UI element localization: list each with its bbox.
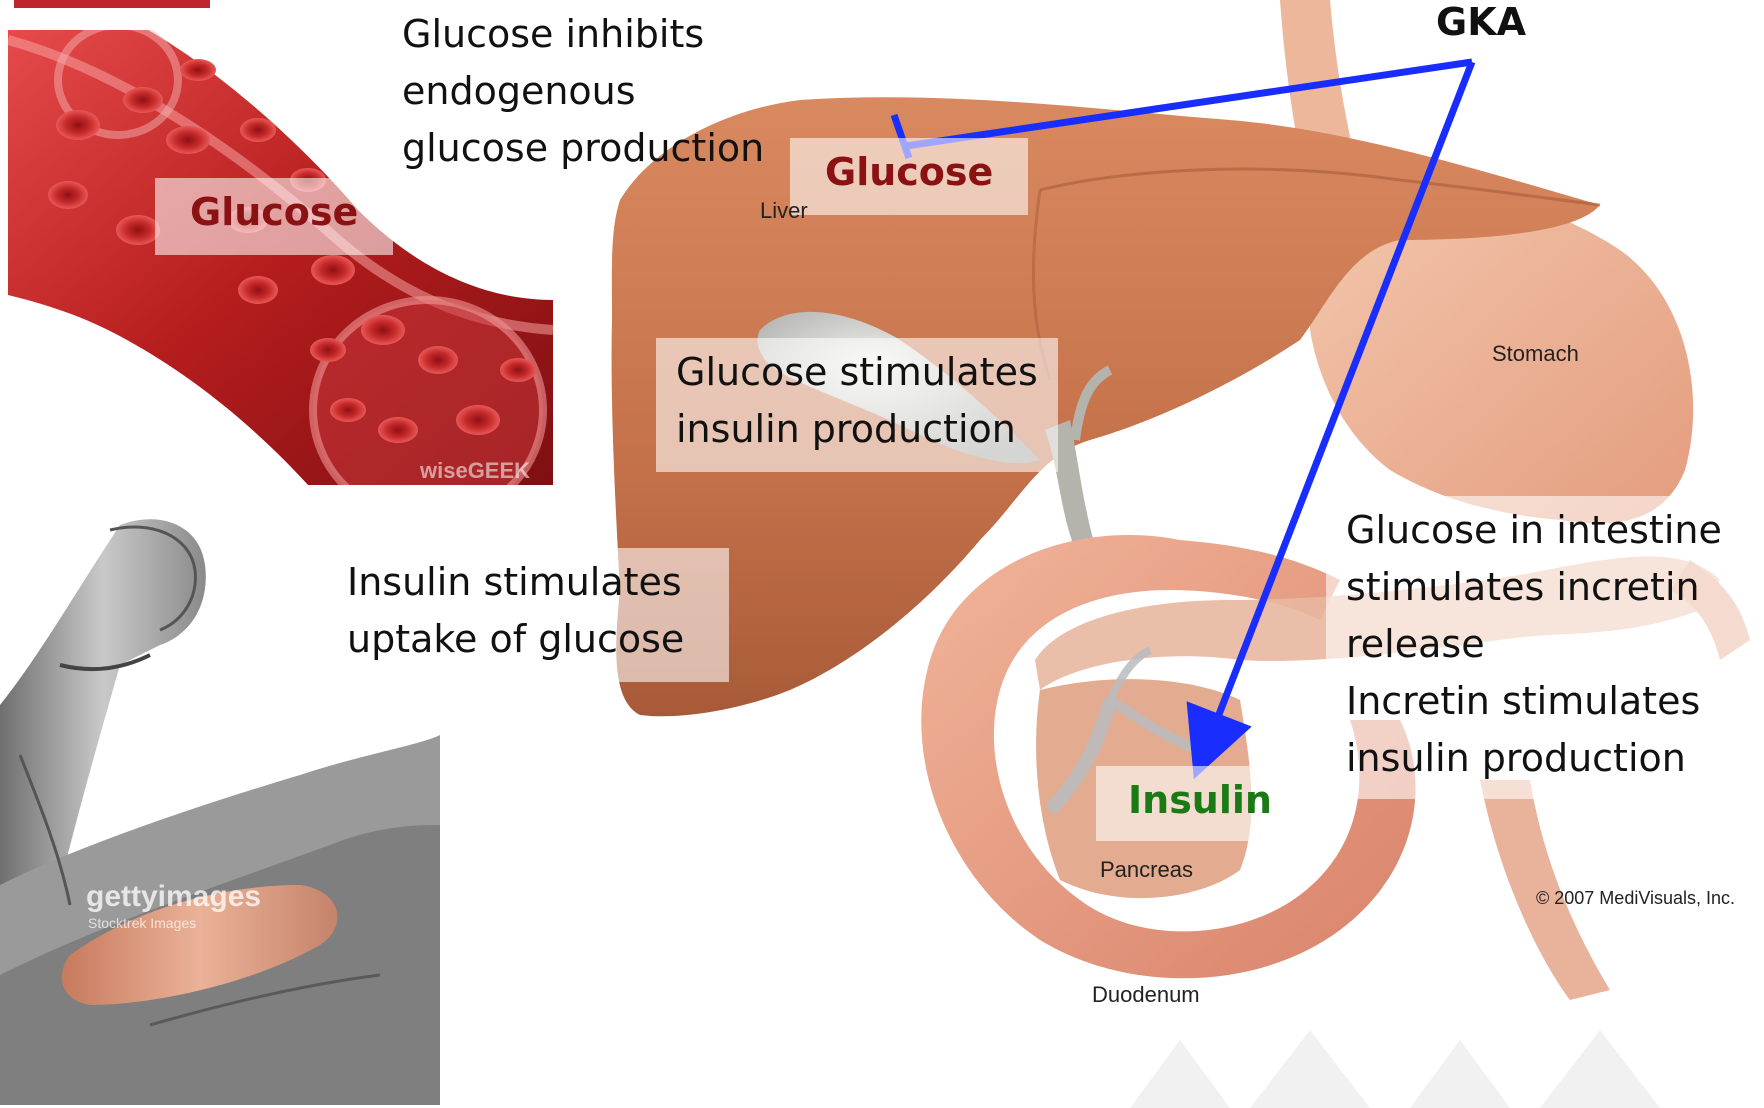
insulin-stimulates-label: Insulin stimulates uptake of glucose xyxy=(327,548,729,682)
getty-watermark: gettyimages xyxy=(86,880,261,914)
gka-label: GKA xyxy=(1436,0,1526,51)
glucose-stimulates-label: Glucose stimulates insulin production xyxy=(656,338,1058,472)
copyright-label: © 2007 MediVisuals, Inc. xyxy=(1536,888,1735,909)
stomach-label: Stomach xyxy=(1492,341,1579,367)
glucose-inhibits-line-1: Glucose inhibits xyxy=(402,6,764,63)
glucose-inhibits-line-2: endogenous xyxy=(402,63,764,120)
liver-label: Liver xyxy=(760,198,808,224)
intestine-line-4: Incretin stimulates xyxy=(1346,673,1722,730)
watermark-shapes xyxy=(1130,1030,1660,1108)
intestine-line-2: stimulates incretin xyxy=(1346,559,1722,616)
insulin-stimulates-line-2: uptake of glucose xyxy=(347,611,684,668)
glucose-stimulates-line-2: insulin production xyxy=(676,401,1038,458)
glucose-inhibits-line-3: glucose production xyxy=(402,120,764,177)
wisegeek-watermark: wiseGEEK xyxy=(420,458,530,484)
duodenum-label: Duodenum xyxy=(1092,982,1200,1008)
glucose-inhibits-label: Glucose inhibits endogenous glucose prod… xyxy=(402,6,764,177)
intestine-incretin-label: Glucose in intestine stimulates incretin… xyxy=(1326,496,1752,799)
pancreas-label: Pancreas xyxy=(1100,857,1193,883)
insulin-stimulates-line-1: Insulin stimulates xyxy=(347,554,684,611)
insulin-label: Insulin xyxy=(1096,766,1304,841)
getty-sub-watermark: Stocktrek Images xyxy=(88,915,196,931)
glucose-blood-label: Glucose xyxy=(155,178,393,255)
intestine-line-3: release xyxy=(1346,616,1722,673)
intestine-line-1: Glucose in intestine xyxy=(1346,502,1722,559)
glucose-liver-label: Glucose xyxy=(790,138,1028,215)
intestine-line-5: insulin production xyxy=(1346,730,1722,787)
glucose-stimulates-line-1: Glucose stimulates xyxy=(676,344,1038,401)
